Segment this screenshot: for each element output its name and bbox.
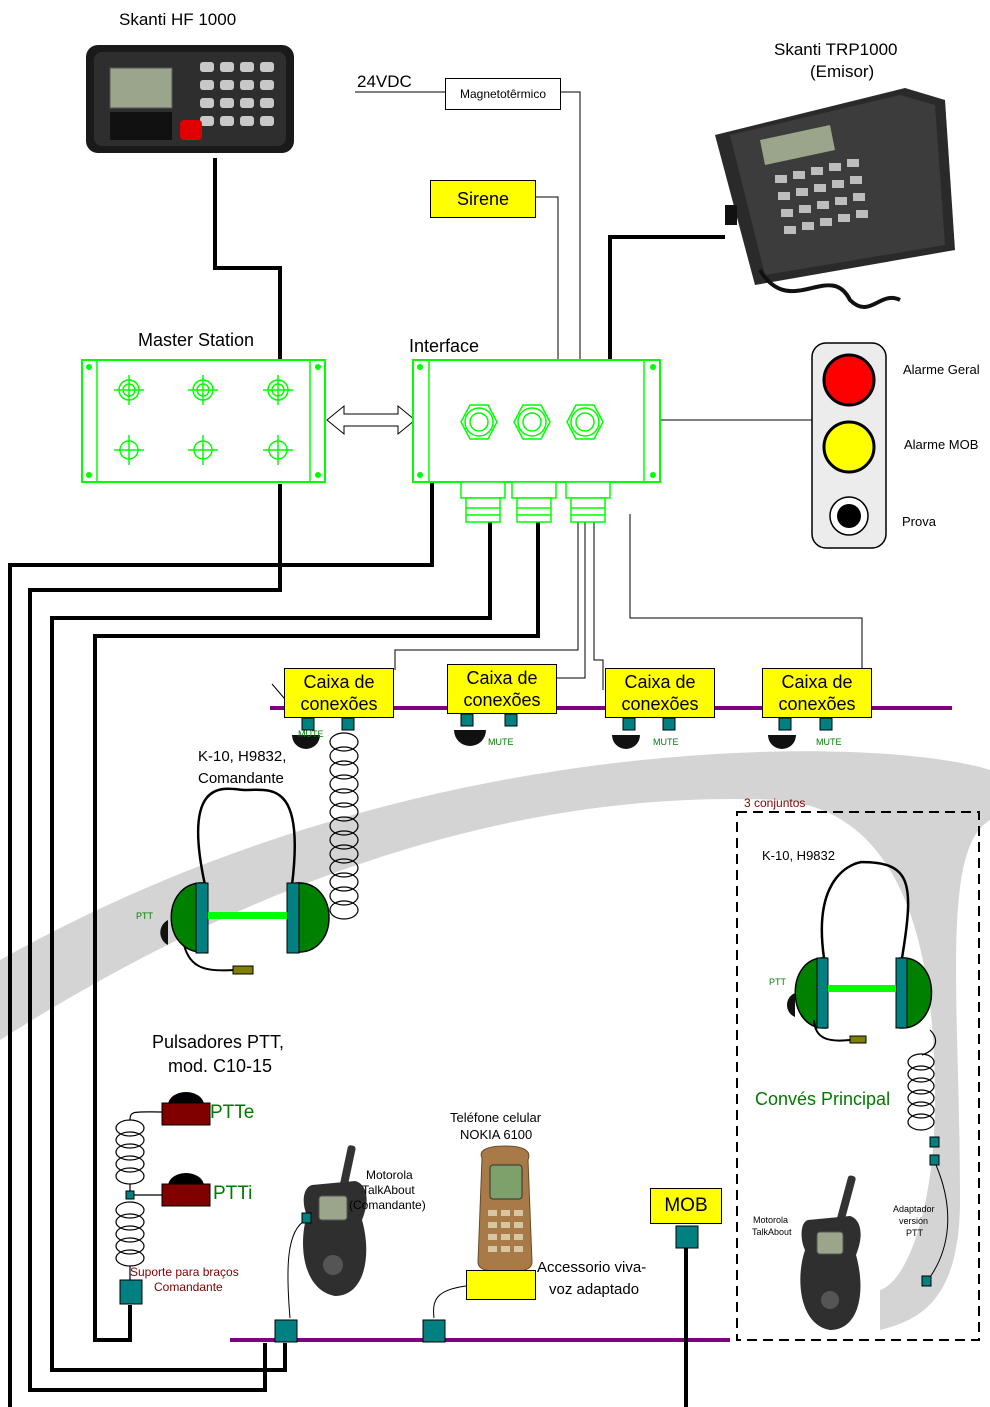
- interface-box[interactable]: [412, 359, 661, 523]
- circuit-breaker-box: Magnetotêrmico: [445, 78, 561, 110]
- captain-headset-label-1: K-10, H9832,: [198, 748, 287, 765]
- trp-title: Skanti TRP1000: [774, 40, 898, 59]
- master-station-title: Master Station: [138, 330, 255, 350]
- deck-headset: [787, 860, 940, 1287]
- junction-box-line2: conexões: [778, 694, 856, 714]
- captain-radio-label-1: Motorola: [366, 1168, 413, 1182]
- deck-area-label: Convés Principal: [755, 1089, 891, 1109]
- junction-box[interactable]: Caixa de conexões: [605, 668, 715, 718]
- test-label: Prova: [902, 514, 936, 529]
- junction-box[interactable]: Caixa de conexões: [762, 668, 872, 718]
- deck-motorola-radio-image: [800, 1175, 861, 1330]
- ptt-i-label: PTTi: [213, 1183, 253, 1204]
- nokia-phone-image: [477, 1145, 533, 1273]
- deck-group-count: 3 conjuntos: [744, 796, 806, 810]
- junction-box[interactable]: Caixa de conexões: [447, 664, 557, 714]
- mute-label: MUTE: [488, 737, 514, 747]
- deck-radio-label-1: Motorola: [753, 1215, 789, 1225]
- adapter-label-3: PTT: [906, 1228, 923, 1238]
- junction-box-line1: Caixa de: [466, 668, 538, 688]
- trp-transmitter-image: [715, 88, 955, 309]
- deck-headset-label: K-10, H9832: [762, 848, 835, 863]
- alarm-panel: [811, 342, 887, 549]
- captain-motorola-radio-image: [301, 1145, 367, 1296]
- arm-support-label-2: Comandante: [154, 1280, 223, 1294]
- captain-ptt-label: PTT: [136, 911, 153, 921]
- adapter-label-2: versión: [899, 1216, 929, 1226]
- power-supply-label: 24VDC: [357, 72, 412, 91]
- deck-group-frame: [736, 811, 980, 1341]
- junction-box-line2: conexões: [300, 694, 378, 714]
- junction-box-line2: conexões: [463, 690, 541, 710]
- junction-box-line1: Caixa de: [781, 672, 853, 692]
- captain-radio-label-2: TalkAbout: [362, 1183, 415, 1197]
- hf-radio-image: [86, 45, 294, 153]
- captain-headset: [160, 732, 359, 975]
- alarm-general-label: Alarme Geral: [903, 362, 980, 377]
- alarm-general-light[interactable]: [822, 353, 876, 407]
- interface-title: Interface: [409, 336, 480, 356]
- ptt-pulsators: [115, 1092, 211, 1305]
- junction-box-line2: conexões: [621, 694, 699, 714]
- circuit-breaker-label: Magnetotêrmico: [459, 87, 547, 101]
- background-swoosh: [0, 751, 990, 1330]
- mute-label: MUTE: [653, 737, 679, 747]
- ptt-pulsators-title-1: Pulsadores PTT,: [152, 1032, 285, 1052]
- siren-box[interactable]: Sirene: [430, 180, 536, 218]
- alarm-mob-label: Alarme MOB: [904, 437, 979, 452]
- accessory-label-2: voz adaptado: [549, 1281, 640, 1298]
- ptt-e-label: PTTe: [210, 1102, 255, 1123]
- accessory-label-1: Accessorio viva-: [537, 1259, 647, 1276]
- junction-box-line1: Caixa de: [624, 672, 696, 692]
- alarm-mob-light[interactable]: [822, 420, 876, 474]
- bidirectional-arrow-icon: [326, 404, 416, 436]
- junction-box-line1: Caixa de: [303, 672, 375, 692]
- trp-subtitle: (Emisor): [810, 62, 875, 81]
- mute-label: MUTE: [816, 737, 842, 747]
- ptt-pulsators-title-2: mod. C10-15: [168, 1056, 273, 1076]
- deck-ptt-label: PTT: [769, 977, 786, 987]
- deck-radio-label-2: TalkAbout: [752, 1227, 792, 1237]
- speakerphone-accessory-box[interactable]: [466, 1270, 536, 1300]
- adapter-label-1: Adaptador: [893, 1204, 935, 1214]
- junction-connectors: [292, 713, 833, 749]
- arm-support-label-1: Suporte para braços: [130, 1265, 239, 1279]
- bus-connectors: [274, 1225, 699, 1391]
- phone-label-2: NOKIA 6100: [460, 1127, 533, 1142]
- captain-headset-label-2: Comandante: [198, 770, 284, 787]
- master-station[interactable]: [81, 359, 326, 483]
- mob-button-box[interactable]: MOB: [650, 1188, 722, 1224]
- phone-label-1: Teléfone celular: [450, 1110, 542, 1125]
- hf-radio-title: Skanti HF 1000: [119, 10, 237, 29]
- junction-box[interactable]: Caixa de conexões: [284, 668, 394, 718]
- mute-label: MUTE: [298, 729, 324, 739]
- captain-radio-label-3: (Comandante): [349, 1198, 426, 1212]
